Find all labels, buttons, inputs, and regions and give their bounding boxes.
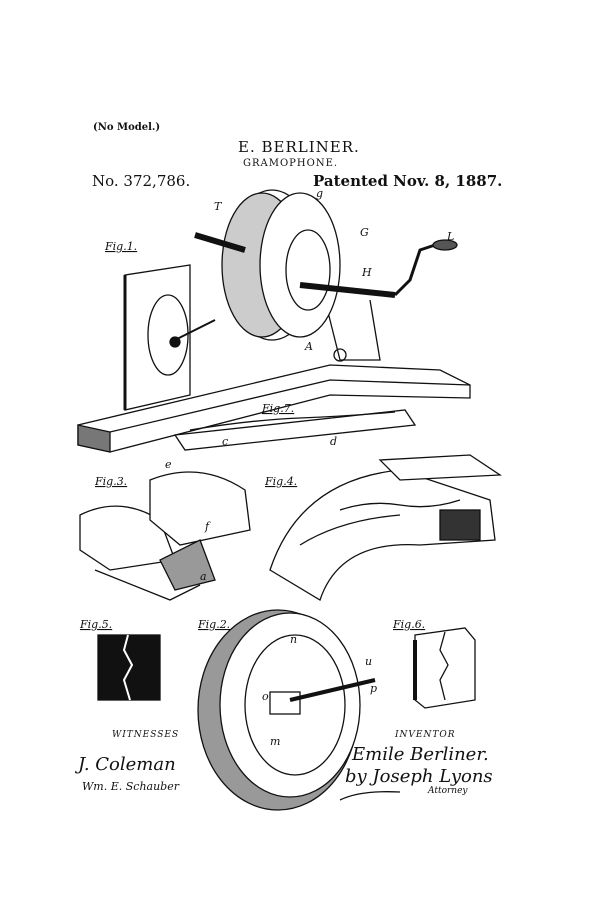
inventor-signature: Emile Berliner.: [351, 744, 489, 765]
ref-letter: L: [446, 230, 454, 243]
ref-letter: m: [270, 735, 280, 748]
witness2-signature: Wm. E. Schauber: [82, 780, 180, 793]
ref-letter: n: [290, 633, 297, 646]
fig5-label: Fig.5.: [79, 618, 112, 631]
attorney-label: Attorney: [428, 786, 468, 796]
ref-letter: c: [222, 435, 228, 448]
fig5-section: [97, 634, 161, 701]
fig7-label: Fig.7.: [261, 402, 294, 415]
fig2-label: Fig.2.: [197, 618, 230, 631]
attorney-signature: by Joseph Lyons: [345, 766, 493, 787]
ref-letter: G: [360, 226, 369, 239]
fig4-label: Fig.4.: [264, 475, 297, 488]
fig1-label: Fig.1.: [104, 240, 137, 253]
ref-letter: o: [262, 690, 269, 703]
no-model-note: (No Model.): [93, 122, 161, 133]
ref-letter: T: [214, 200, 223, 213]
patent-number: No. 372,786.: [92, 172, 191, 190]
fig3-label: Fig.3.: [94, 475, 127, 488]
ref-letter: a: [200, 570, 207, 583]
ref-letter: p: [370, 682, 377, 695]
fig4-curved-track: [269, 454, 502, 601]
fig2-disc: [197, 609, 376, 811]
ref-letter: A: [304, 340, 313, 353]
ref-letter: d: [330, 435, 337, 448]
ref-letter: g: [316, 187, 323, 200]
fig7-record-strip: [173, 409, 417, 451]
fig6-block: [413, 627, 476, 709]
signature-flourish: [339, 791, 401, 801]
invention-title: GRAMOPHONE.: [243, 158, 339, 169]
inventor-label: INVENTOR: [395, 730, 456, 740]
witnesses-label: WITNESSES: [112, 730, 180, 740]
ref-letter: u: [365, 655, 372, 668]
witness1-signature: J. Coleman: [74, 754, 176, 775]
inventor-name: E. BERLINER.: [238, 138, 360, 156]
ref-letter: H: [361, 266, 372, 279]
ref-letter: e: [165, 458, 172, 471]
fig6-label: Fig.6.: [392, 618, 425, 631]
fig3-curved-segments: [79, 471, 251, 601]
patent-date: Patented Nov. 8, 1887.: [313, 172, 503, 190]
ref-letter: f: [204, 520, 211, 533]
fig1-gramophone-machine: [77, 189, 471, 453]
